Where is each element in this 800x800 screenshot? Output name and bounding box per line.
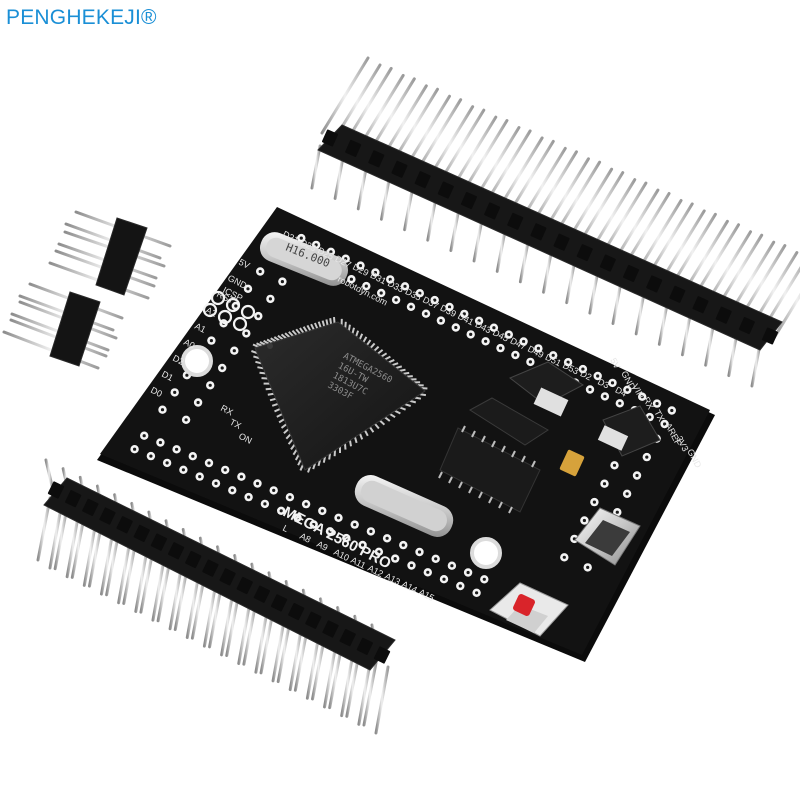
usb-port-icon[interactable] (574, 507, 641, 566)
long-pin-header-bottom (36, 458, 396, 735)
pcb-board: ATMEGA2560 16U-TW 1813U7C 3303F H16.000 (97, 207, 715, 662)
mounting-hole-icon (181, 345, 502, 569)
pin-label: A2 (204, 305, 218, 319)
usb-serial-chip-icon (438, 397, 549, 514)
short-pin-header-lower (2, 282, 124, 370)
tantalum-capacitor-icon (559, 449, 585, 477)
brand-watermark: PENGHEKEJI® (6, 6, 157, 29)
pin-label: A9 (315, 539, 329, 553)
pin-label: TX (652, 408, 666, 423)
crystal-oscillator-icon (354, 475, 454, 537)
pin-label: D2 (579, 368, 594, 382)
pin-label: L (281, 523, 290, 534)
pin-label: 5V (237, 257, 251, 271)
reset-button-icon[interactable] (489, 582, 569, 637)
pin-label: D0 (149, 385, 164, 399)
voltage-regulator-icon (509, 361, 661, 457)
pin-label: A1 (193, 321, 207, 335)
pin-label: D4 (614, 385, 629, 399)
pin-label: D2 (171, 353, 186, 367)
pin-label: TX (228, 417, 243, 431)
pin-label: A0 (182, 337, 196, 351)
crystal-oscillator-icon: H16.000 (259, 232, 349, 286)
long-pin-header-top (310, 56, 800, 388)
pin-label: D3 (596, 376, 611, 390)
pin-label: 5V (608, 356, 622, 370)
pin-label: A8 (298, 531, 312, 545)
microcontroller-chip-icon: ATMEGA2560 16U-TW 1813U7C 3303F (251, 317, 428, 473)
short-pin-header-upper (48, 210, 172, 300)
pin-label: D1 (160, 369, 175, 383)
